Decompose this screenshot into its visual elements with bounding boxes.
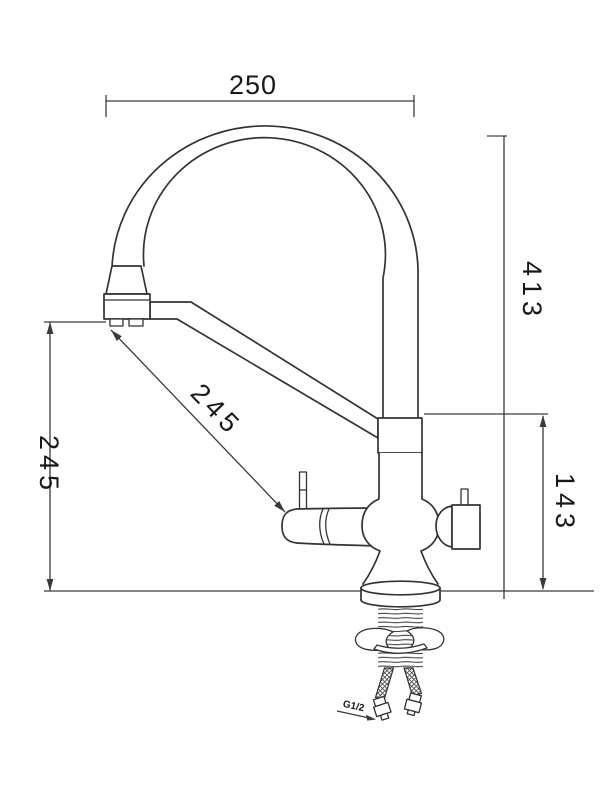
spout-outer-arc xyxy=(111,125,419,419)
mixer-handle-right xyxy=(435,488,481,550)
mounting-nut xyxy=(354,627,445,654)
dim-outlet-height: 245 xyxy=(34,321,106,591)
flange-top-rim xyxy=(360,580,441,596)
left-handle-seam-1 xyxy=(319,508,325,545)
right-handle-block xyxy=(451,504,481,550)
thread-callout: G1/2 xyxy=(336,699,376,721)
left-handle-fill xyxy=(282,508,378,546)
body-silhouette xyxy=(362,453,439,584)
spout-inner-arc xyxy=(142,136,387,419)
right-handle-cap xyxy=(435,505,453,548)
spout-collar xyxy=(105,265,148,295)
dim-label-413: 413 xyxy=(517,261,547,321)
dim-label-245-left: 245 xyxy=(34,435,64,495)
body-right-outline xyxy=(420,452,440,585)
aerator-tab-left xyxy=(109,318,124,327)
body-left-outline xyxy=(361,452,381,585)
left-handle-seam-2 xyxy=(325,508,331,545)
hose-fitting-right xyxy=(403,692,423,717)
swivel-arm-outline xyxy=(149,301,379,439)
dim-overall-height: 413 xyxy=(487,135,547,599)
left-handle-stick xyxy=(298,471,308,511)
flange-bottom-rim xyxy=(360,599,441,608)
dim-spout-width: 250 xyxy=(105,70,415,117)
nut-front-band xyxy=(373,643,428,654)
base-flange xyxy=(360,580,441,608)
nut-wing-right xyxy=(406,627,445,651)
thread-size-label: G1/2 xyxy=(342,699,366,714)
body-top-block xyxy=(377,417,423,454)
nut-wing-left xyxy=(354,627,394,652)
spout-head xyxy=(103,293,151,320)
hose-fitting-left xyxy=(372,695,392,721)
filter-handle-left xyxy=(281,471,379,547)
faucet-body-group xyxy=(361,452,440,585)
dim-label-250: 250 xyxy=(229,70,277,100)
swivel-arm xyxy=(149,301,379,439)
spout-head-group xyxy=(103,265,151,327)
right-handle-stick xyxy=(460,488,469,507)
left-handle-outline xyxy=(281,507,379,547)
hose-right xyxy=(403,667,423,697)
dim-label-245-diagonal: 245 xyxy=(185,378,248,442)
supply-hoses xyxy=(372,667,423,721)
dim-body-height: 143 xyxy=(424,413,580,590)
hose-left xyxy=(374,667,395,701)
dim-label-143: 143 xyxy=(550,473,580,533)
spout-arc-group xyxy=(111,125,419,419)
aerator-tab-right xyxy=(128,318,144,327)
